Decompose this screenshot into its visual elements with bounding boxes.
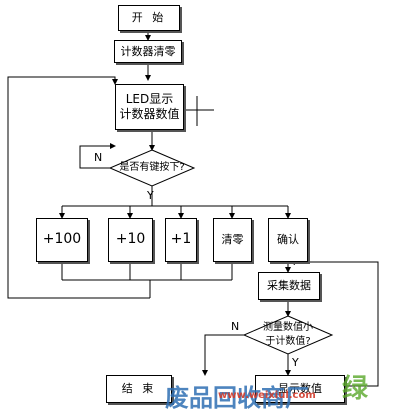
start-label: 开 始	[131, 11, 167, 25]
display-value-label: 显示数值	[278, 382, 322, 396]
decision-key-label: 是否有键按下?	[119, 162, 185, 173]
edge-loop-back	[7, 76, 150, 299]
clear-box: 清零	[213, 218, 252, 262]
plus-100-box: +100	[36, 218, 88, 262]
start-box: 开 始	[118, 5, 180, 31]
edge-label-compare-yes: Y	[292, 356, 299, 369]
edge-label-compare-no: N	[231, 320, 240, 333]
collect-data-label: 采集数据	[267, 279, 311, 293]
end-label: 结 束	[121, 382, 157, 396]
clear-counter-box: 计数器清零	[114, 40, 182, 63]
clear-counter-label: 计数器清零	[120, 44, 176, 58]
decision-key-shape	[108, 149, 196, 187]
watermark-text: 废品回收商厂	[165, 384, 309, 412]
plus-10-box: +10	[108, 218, 153, 262]
plus-10-label: +10	[115, 231, 146, 248]
led-display-box: LED显示 计数器数值	[115, 84, 184, 130]
confirm-box: 确认	[268, 218, 308, 262]
edge-display-loop	[289, 259, 379, 387]
collect-data-box: 采集数据	[258, 272, 320, 300]
plus-1-label: +1	[170, 231, 192, 248]
plus-1-box: +1	[165, 218, 197, 262]
edge-label-key-yes: Y	[147, 189, 154, 202]
decision-compare-label: 测量数值小 于计数值?	[263, 322, 313, 347]
watermark-site: www.weixiul.com	[218, 390, 316, 401]
led-display-label: LED显示 计数器数值	[119, 92, 180, 121]
end-box: 结 束	[106, 375, 172, 403]
display-value-box: 显示数值	[255, 375, 345, 403]
confirm-label: 确认	[277, 233, 299, 247]
decision-compare-shape	[242, 315, 334, 355]
watermark-logo-icon: 绿	[342, 374, 369, 404]
edge-label-key-no: N	[94, 151, 103, 164]
edge-compare-no	[202, 334, 244, 376]
edge-decision-no	[79, 143, 116, 169]
clear-label: 清零	[221, 233, 244, 247]
plus-100-label: +100	[42, 231, 82, 248]
